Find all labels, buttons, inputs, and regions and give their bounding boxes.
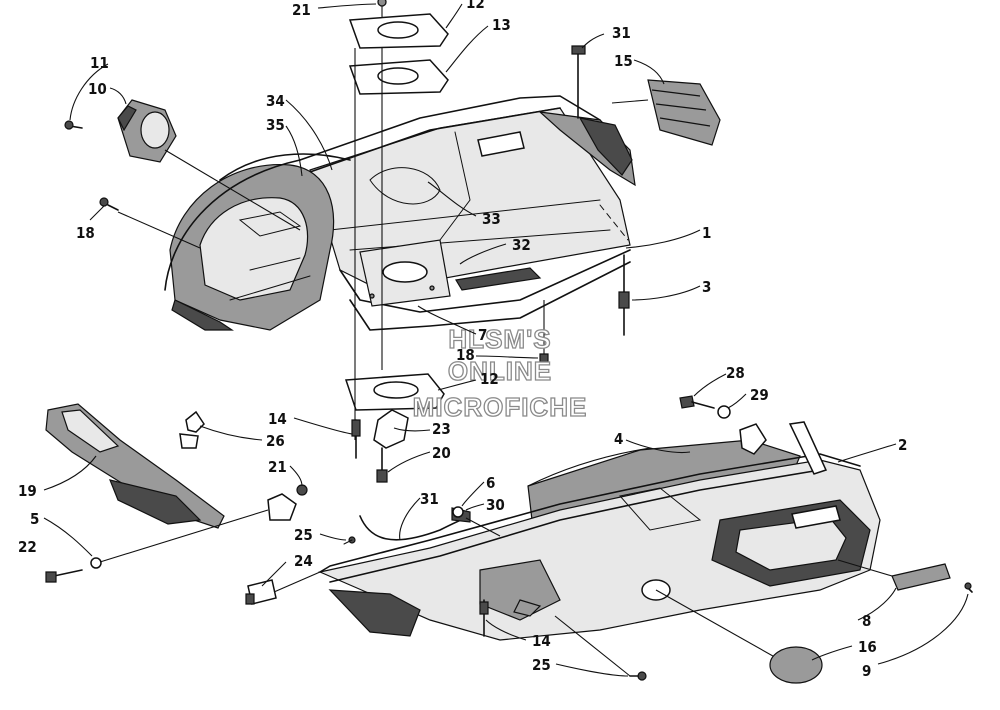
fasteners-upper: [99, 197, 630, 363]
callout-10: 10: [88, 80, 107, 98]
left-side-trim: [45, 403, 225, 529]
callout-4: 4: [614, 430, 623, 448]
callout-17: 16: [858, 638, 877, 656]
callout-5: 5: [30, 510, 39, 528]
callout-3: 3: [702, 278, 711, 296]
callout-13: 13: [492, 16, 511, 34]
callout-6: 6: [486, 474, 495, 492]
callout-9: 9: [862, 662, 871, 680]
callout-11: 11: [90, 54, 109, 72]
callout-leaders: [43, 3, 969, 677]
callout-25-upper: 25: [294, 526, 313, 544]
callout-8: 8: [862, 612, 871, 630]
callout-22: 22: [18, 538, 37, 556]
callout-21-bottom: 21: [268, 458, 287, 476]
watermark-line-2: ONLINE: [448, 356, 552, 386]
callout-18-mid: 18: [456, 346, 475, 364]
cable-bracket: [245, 506, 501, 605]
callout-7: 7: [478, 326, 487, 344]
callout-2: 2: [898, 436, 907, 454]
callout-12-bottom: 12: [480, 370, 499, 388]
callout-34: 34: [266, 92, 285, 110]
watermark-line-3: MICROFICHE: [413, 392, 588, 422]
upper-console-assembly: [164, 95, 636, 331]
callout-32: 32: [512, 236, 531, 254]
callout-27: 31: [612, 24, 631, 42]
callout-15: 14: [268, 410, 287, 428]
callout-29: 29: [750, 386, 769, 404]
hitch-bracket: [351, 409, 409, 483]
fasteners-lower-left: [45, 410, 308, 583]
callout-25-lower: 25: [532, 656, 551, 674]
callout-23: 23: [432, 420, 451, 438]
callout-1: 1: [702, 224, 711, 242]
callout-18-left: 18: [76, 224, 95, 242]
callout-28: 28: [726, 364, 745, 382]
callout-14: 14: [532, 632, 551, 650]
callout-20: 20: [432, 444, 451, 462]
callout-12-top: 12: [466, 0, 485, 12]
callout-26: 26: [266, 432, 285, 450]
callout-16: 15: [614, 52, 633, 70]
watermark: HLSM'S ONLINE MICROFICHE: [412, 323, 588, 422]
callout-24: 24: [294, 552, 313, 570]
vent-grille: [571, 45, 721, 146]
callout-numbers: 21 12 13 31 15 11 10 34 35 33 32 18 1 3 …: [18, 0, 907, 680]
callout-30: 30: [486, 496, 505, 514]
callout-35: 35: [266, 116, 285, 134]
fasteners-lower-right: [679, 395, 767, 455]
mounting-plates: [344, 0, 449, 440]
callout-33: 33: [482, 210, 501, 228]
lower-belly-pan: [318, 421, 973, 684]
recoil-housing: [64, 99, 301, 231]
callout-21-top: 21: [292, 1, 311, 19]
callout-31: 31: [420, 490, 439, 508]
callout-19: 19: [18, 482, 37, 500]
